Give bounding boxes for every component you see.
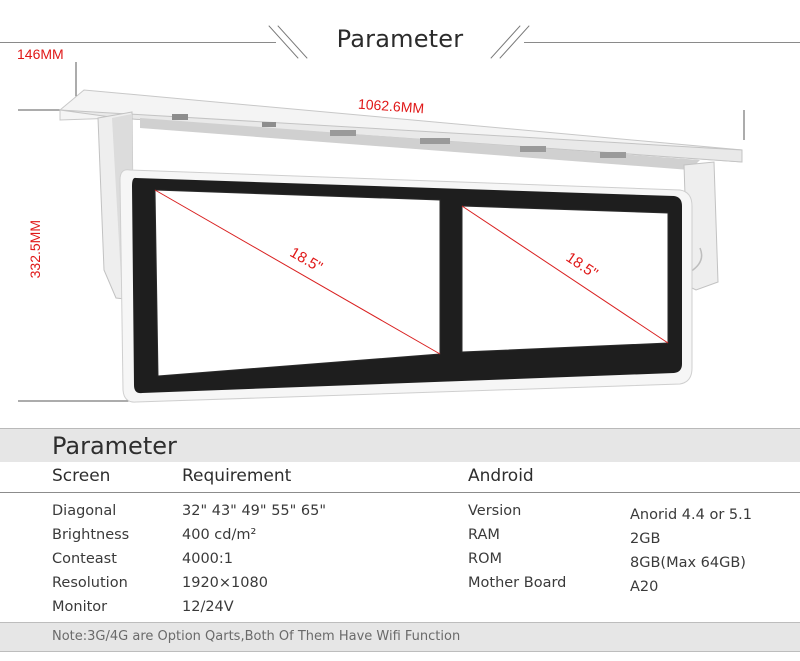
android-row-value: A20 — [630, 579, 659, 595]
screen-row-value: 400 cd/m² — [182, 527, 257, 543]
screen-row-value: 1920×1080 — [182, 575, 268, 591]
page-title: Parameter — [336, 25, 464, 53]
android-row-label: RAM — [468, 527, 500, 543]
table-title-band: Parameter — [0, 428, 800, 462]
header-line-right — [524, 42, 800, 43]
android-row-label: Version — [468, 503, 522, 519]
screen-row-label: Diagonal — [52, 503, 117, 519]
height-dimension-label: 332.5MM — [27, 220, 43, 279]
parameter-table: Parameter Screen Requirement Android Dia… — [0, 428, 800, 661]
header-line-left — [0, 42, 276, 43]
screen-row-label: Resolution — [52, 575, 128, 591]
android-row-label: Mother Board — [468, 575, 567, 591]
right-diagonal-line — [461, 205, 669, 344]
column-header-screen: Screen — [52, 466, 111, 486]
column-header-requirement: Requirement — [182, 466, 292, 486]
android-row-value: Anorid 4.4 or 5.1 — [630, 507, 752, 523]
left-display — [154, 189, 441, 377]
screen-row-label: Conteast — [52, 551, 117, 567]
right-display — [461, 205, 669, 353]
android-row-value: 2GB — [630, 531, 661, 547]
note-text: Note:3G/4G are Option Qarts,Both Of Them… — [52, 629, 461, 644]
screen-row-value: 32" 43" 49" 55" 65" — [182, 503, 327, 519]
mounting-plate — [59, 89, 743, 170]
screen-row-value: 12/24V — [182, 599, 234, 615]
header-rule — [0, 492, 800, 493]
screen-row-value: 4000:1 — [182, 551, 234, 567]
column-header-android: Android — [468, 466, 534, 486]
left-diagonal-line — [154, 189, 441, 355]
android-row-value: 8GB(Max 64GB) — [630, 555, 746, 571]
depth-dimension-label: 146MM — [17, 46, 64, 62]
table-title: Parameter — [52, 432, 177, 460]
android-row-label: ROM — [468, 551, 502, 567]
note-band: Note:3G/4G are Option Qarts,Both Of Them… — [0, 622, 800, 652]
screen-row-label: Brightness — [52, 527, 130, 543]
device-illustration: 18.5" 18.5" — [18, 62, 745, 403]
diagram-section: Parameter — [0, 25, 800, 403]
screen-row-label: Monitor — [52, 599, 108, 615]
